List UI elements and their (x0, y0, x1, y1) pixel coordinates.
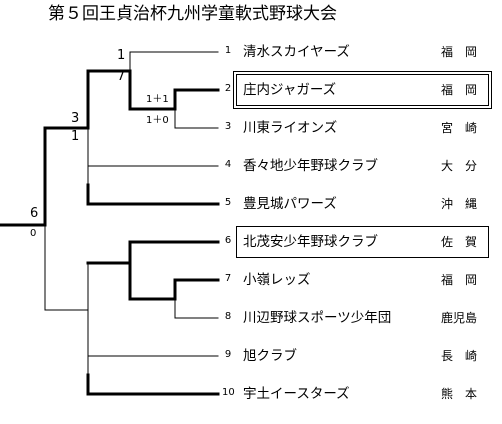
team-name: 清水スカイヤーズ (243, 44, 350, 60)
score-semi-top: 3 (71, 111, 80, 126)
score-m1-bottom: 7 (117, 69, 126, 84)
seed-number: 6 (224, 235, 232, 246)
team-prefecture: 鹿児島 (440, 311, 477, 325)
seed-number: 10 (222, 387, 235, 398)
seed-number: 9 (224, 349, 232, 360)
seed-number: 7 (224, 273, 232, 284)
seed-number: 5 (224, 197, 232, 208)
team-name: 北茂安少年野球クラブ (243, 234, 378, 250)
team-name: 旭クラブ (243, 348, 297, 364)
team-name: 豊見城パワーズ (243, 196, 337, 212)
page-title: 第５回王貞治杯九州学童軟式野球大会 (48, 4, 337, 24)
team-prefecture: 福 岡 (440, 45, 477, 59)
team-prefecture: 沖 縄 (440, 197, 477, 211)
score-final-bottom: 0 (30, 228, 37, 239)
team-prefecture: 佐 賀 (440, 235, 477, 249)
team-name: 庄内ジャガーズ (243, 82, 337, 98)
team-prefecture: 福 岡 (440, 83, 477, 97)
team-name: 川辺野球スポーツ少年団 (243, 310, 392, 326)
seed-number: 3 (224, 121, 232, 132)
team-name: 川東ライオンズ (243, 120, 338, 136)
team-prefecture: 長 崎 (440, 349, 477, 363)
team-prefecture: 大 分 (440, 159, 477, 173)
seed-number: 8 (224, 311, 232, 322)
score-semi-bottom: 1 (71, 129, 80, 144)
team-prefecture: 熊 本 (440, 387, 477, 401)
team-name: 小嶺レッズ (243, 272, 311, 288)
score-m23-top: 1＋1 (146, 94, 169, 105)
seed-number: 1 (224, 45, 232, 56)
score-m1-top: 1 (117, 48, 126, 63)
team-name: 宇土イースターズ (243, 386, 350, 402)
seed-number: 4 (224, 159, 232, 170)
team-prefecture: 宮 崎 (440, 121, 477, 135)
score-final-top: 6 (30, 206, 39, 221)
team-name: 香々地少年野球クラブ (243, 158, 378, 174)
highlight-box (236, 226, 489, 258)
team-prefecture: 福 岡 (440, 273, 477, 287)
seed-number: 2 (224, 83, 232, 94)
score-m23-bottom: 1＋0 (146, 115, 169, 126)
highlight-box (233, 71, 492, 109)
